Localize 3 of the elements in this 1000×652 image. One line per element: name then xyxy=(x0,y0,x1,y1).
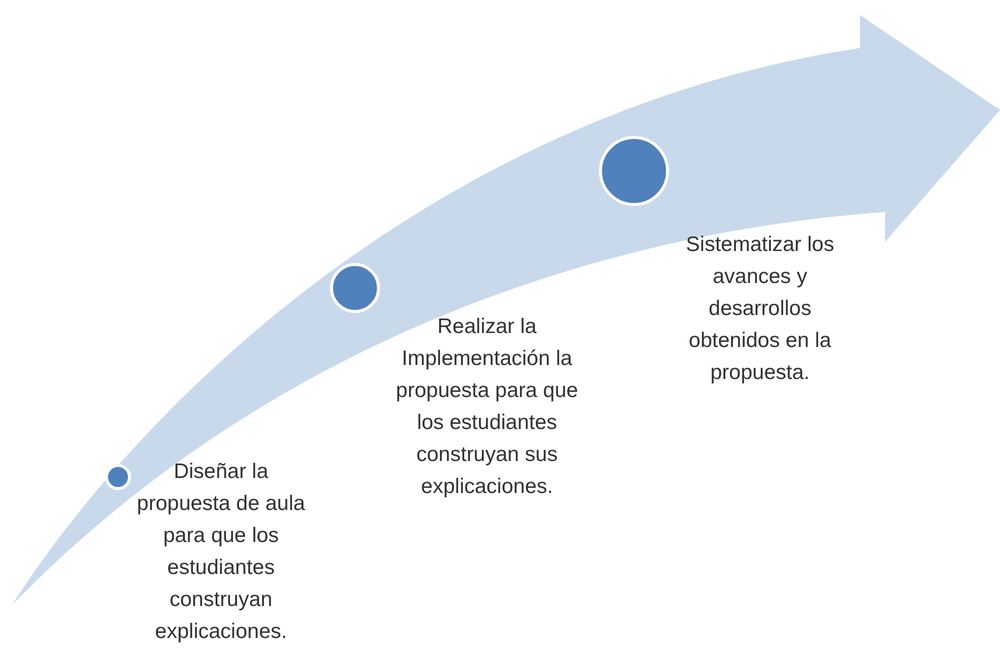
step-description: Diseñar la propuesta de aula para que los estudiantes construyan explicaciones. xyxy=(136,459,306,645)
step-description: Sistematizar los avances y desarrollos obtenidos en la propuesta. xyxy=(684,232,836,386)
step-description: Realizar la Implementación la propuesta para que los estudiantes construyan sus explicaciones. xyxy=(394,314,580,500)
